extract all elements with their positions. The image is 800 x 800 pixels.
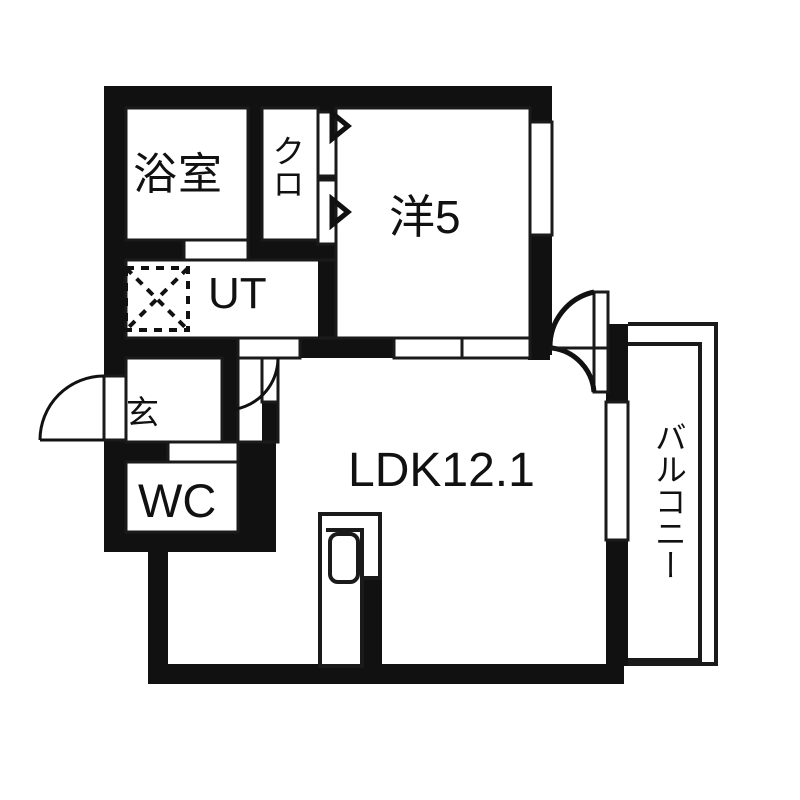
sliding-door-panel-2[interactable] [460, 336, 532, 360]
wall-hall-door-jamb [262, 400, 278, 442]
room-label-utility-room: UT [208, 269, 267, 318]
room-label-western-room: 洋5 [389, 191, 461, 243]
room-label-entrance: 玄 [126, 394, 159, 431]
bathroom-doorway[interactable] [182, 238, 250, 262]
room-label-bathroom: 浴室 [133, 150, 223, 199]
closet-arrow-lower [329, 193, 352, 231]
ldk-door-arc-upper [547, 289, 595, 349]
balcony-window-frame[interactable] [604, 400, 630, 542]
wall-above-ut-right [248, 240, 336, 260]
wc-doorway[interactable] [166, 440, 240, 464]
room-label-ldk: LDK12.1 [348, 444, 535, 497]
wall-kitchen-partition [362, 578, 382, 666]
wall-ldk-right-top [606, 324, 628, 346]
wall-balcony-left-bottom [606, 540, 628, 666]
wall-bottom [148, 664, 624, 684]
hall-door-swing[interactable] [225, 356, 280, 412]
balcony-inner-rail [628, 342, 702, 662]
washing-machine-pan-symbol [124, 266, 190, 332]
balcony-outer-rail [628, 322, 718, 666]
ldk-door-leaf-upper[interactable] [592, 290, 610, 350]
closet-arrow-upper [329, 107, 352, 145]
entrance-door-swing[interactable] [38, 374, 128, 442]
kitchen-counter-edge [326, 528, 364, 578]
wall-below-wc [104, 532, 276, 552]
wall-ldk-left [148, 532, 168, 684]
wall-left-lower [104, 440, 126, 552]
room-label-closet: クロ [267, 134, 305, 200]
wall-below-ut-left [104, 338, 238, 358]
western-room-sliding-doors[interactable] [392, 336, 532, 360]
closet-folding-doors[interactable] [316, 107, 352, 246]
wall-hall-right [222, 358, 238, 442]
wall-western-right-top [530, 86, 552, 122]
kitchen-counter [318, 512, 382, 668]
ldk-door-arc-lower [551, 345, 597, 393]
wall-western-bottom-left [336, 338, 394, 358]
room-label-balcony: バルコニー [650, 421, 687, 581]
ldk-door-swings[interactable] [547, 289, 610, 394]
hall-door-leaf[interactable] [260, 356, 280, 404]
western-room-window [528, 120, 554, 237]
ut-doorway[interactable] [236, 336, 302, 360]
wall-above-ut-left [104, 240, 184, 260]
structural-walls [104, 86, 628, 684]
ldk-door-leaf-lower[interactable] [592, 346, 610, 394]
washer-pan-outline [124, 266, 190, 332]
wall-top [104, 86, 552, 108]
balcony-outline [628, 322, 718, 666]
wall-western-right-bottom [530, 235, 552, 355]
wall-ldk-balcony-corner [528, 338, 550, 360]
entrance-door-arc [38, 374, 105, 441]
room-label-toilet: WC [138, 474, 217, 527]
balcony-sliding-window[interactable] [604, 400, 630, 542]
hall-door-arc [225, 357, 280, 412]
entrance-door-leaf[interactable] [102, 374, 128, 442]
window-frame [528, 120, 554, 237]
openings [166, 238, 302, 464]
wall-left-upper [104, 86, 126, 376]
sliding-door-panel-1[interactable] [392, 336, 464, 360]
wall-bath-closet-divider [248, 108, 262, 240]
kitchen-sink [328, 532, 360, 584]
